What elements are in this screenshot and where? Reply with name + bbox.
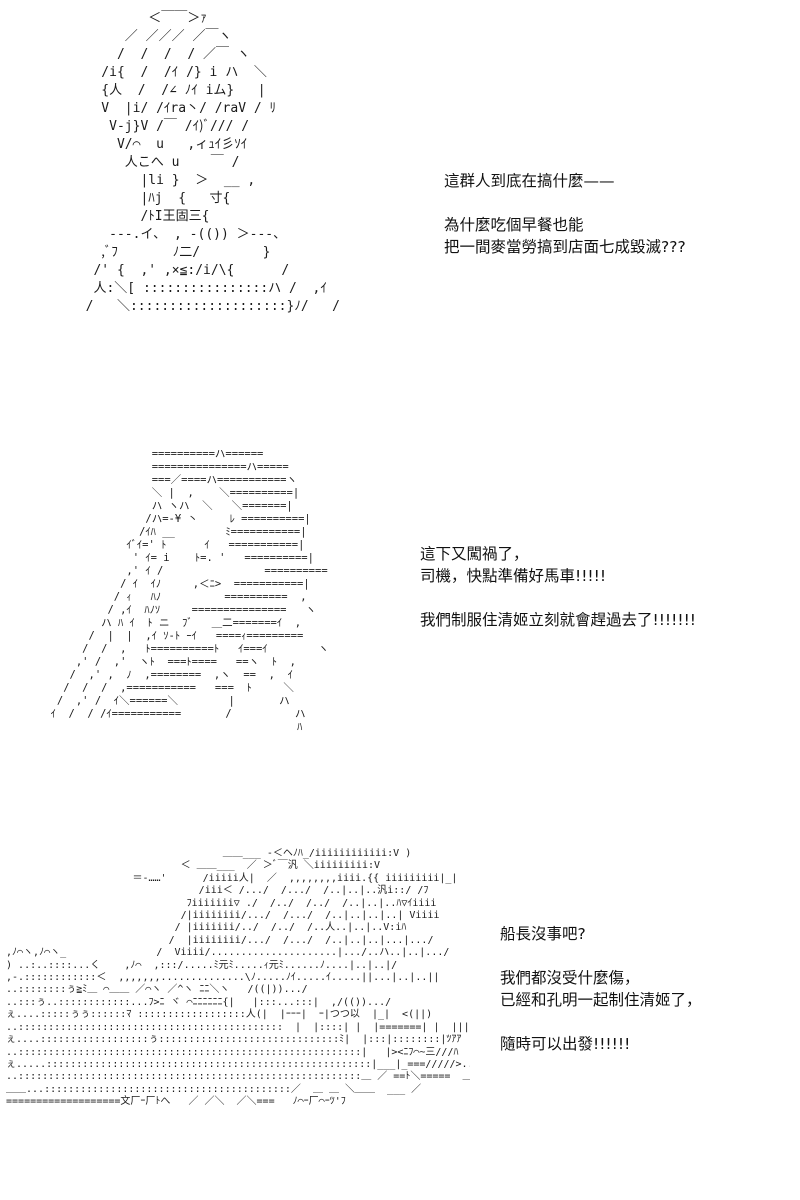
dialogue-text: 隨時可以出發!!!!!! xyxy=(500,1035,631,1053)
dialogue-text: 我們制服住清姬立刻就會趕過去了!!!!!!! xyxy=(420,611,696,629)
dialogue-box: 這群人到底在搞什麼—— 為什麼吃個早餐也能 把一間麥當勞搞到店面七成毀滅??? xyxy=(444,170,686,258)
dialogue-text: 司機，快點準備好馬車!!!!! xyxy=(420,567,607,585)
dialogue-text: 把一間麥當勞搞到店面七成毀滅??? xyxy=(444,238,686,256)
dialogue-line-group: 為什麼吃個早餐也能 把一間麥當勞搞到店面七成毀滅??? xyxy=(444,214,686,258)
dialogue-text: 我們都沒受什麼傷， xyxy=(500,969,640,987)
dialogue-box: 船長沒事吧? 我們都沒受什麼傷， 已經和孔明一起制住清姬了， 隨時可以出發!!!… xyxy=(500,923,702,1055)
dialogue-line-group: 隨時可以出發!!!!!! xyxy=(500,1033,702,1055)
panel-1: ＜￣￣＞ｧ ／ ／／／ ／￣ヽ / / / / ／￣ ヽ /i{ / /ｲ /}… xyxy=(0,0,800,400)
dialogue-text: 為什麼吃個早餐也能 xyxy=(444,216,584,234)
ascii-art-ship-with-figures: ＿＿___ -＜ヘﾉﾊ_/iiiiiiiiiiii:V ) ＜ ＿＿___ ／ … xyxy=(6,848,470,1108)
dialogue-line-group: 我們都沒受什麼傷， 已經和孔明一起制住清姬了， xyxy=(500,967,702,1011)
dialogue-text: 這群人到底在搞什麼—— xyxy=(444,172,615,190)
ascii-art-boy-surprised: ＜￣￣＞ｧ ／ ／／／ ／￣ヽ / / / / ／￣ ヽ /i{ / /ｲ /}… xyxy=(85,11,340,314)
dialogue-line-group: 這群人到底在搞什麼—— xyxy=(444,170,686,192)
dialogue-line-group: 這下又闖禍了， 司機，快點準備好馬車!!!!! xyxy=(420,543,696,587)
dialogue-text: 這下又闖禍了， xyxy=(420,545,529,563)
dialogue-text: 船長沒事吧? xyxy=(500,925,586,943)
dialogue-text: 已經和孔明一起制住清姬了， xyxy=(500,991,702,1009)
dialogue-line-group: 船長沒事吧? xyxy=(500,923,702,945)
panel-2: ==========ハ====== ===============ハ===== … xyxy=(0,420,800,800)
ascii-art-girl-on-phone: ==========ハ====== ===============ハ===== … xyxy=(50,448,329,733)
panel-3: ＿＿___ -＜ヘﾉﾊ_/iiiiiiiiiiii:V ) ＜ ＿＿___ ／ … xyxy=(0,830,800,1200)
dialogue-line-group: 我們制服住清姬立刻就會趕過去了!!!!!!! xyxy=(420,609,696,631)
dialogue-box: 這下又闖禍了， 司機，快點準備好馬車!!!!! 我們制服住清姬立刻就會趕過去了!… xyxy=(420,543,696,631)
